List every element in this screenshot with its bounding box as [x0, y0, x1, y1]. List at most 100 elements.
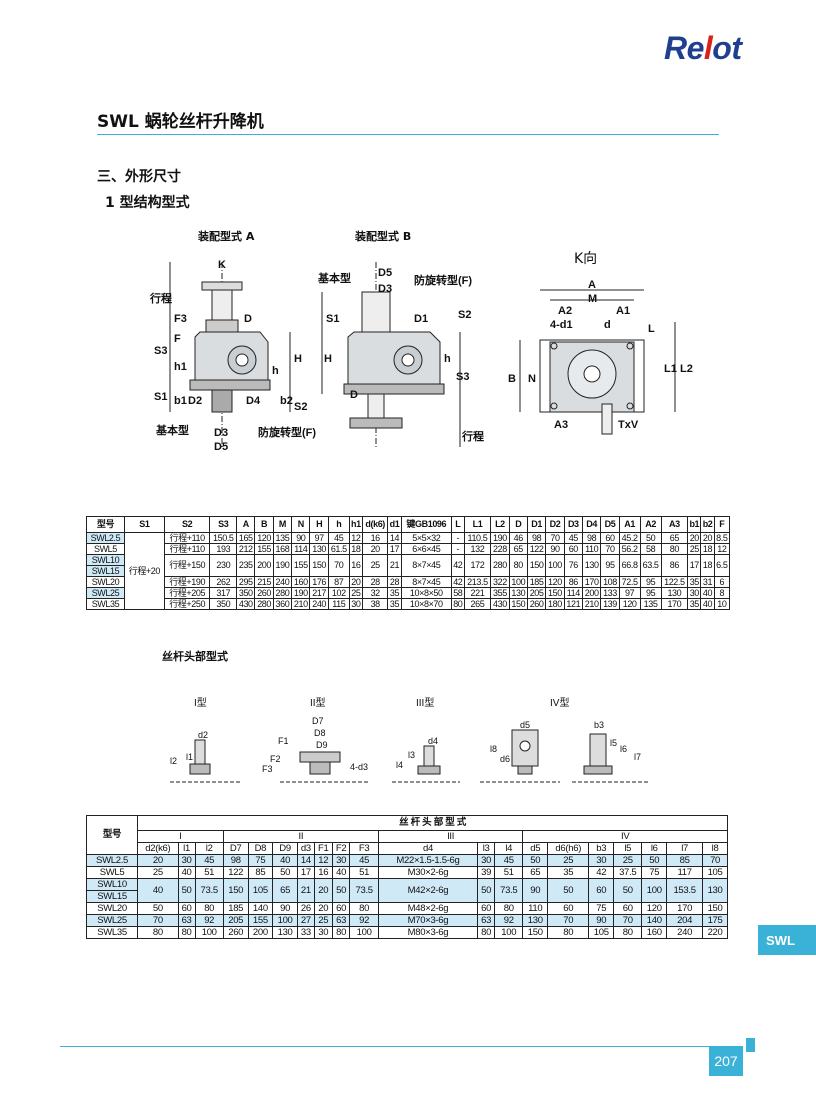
column-header: D9	[272, 842, 298, 855]
logo-text-accent: l	[703, 30, 713, 66]
value-cell: 80	[137, 926, 179, 939]
value-cell: 63	[477, 914, 496, 927]
value-cell: 45	[349, 854, 379, 867]
dim-s3-a: S3	[154, 345, 167, 357]
value-cell: 80	[547, 926, 590, 939]
value-cell: 100	[641, 878, 668, 903]
value-cell: 31	[700, 576, 715, 588]
value-cell: 350	[236, 587, 256, 599]
value-cell: 130	[581, 554, 602, 577]
dim-d-b: D	[350, 389, 358, 401]
value-cell: 70	[547, 914, 590, 927]
value-cell: 25	[547, 854, 590, 867]
s2-cell: 行程+150	[163, 554, 211, 577]
column-header: B	[254, 516, 274, 533]
value-cell: 40	[137, 878, 179, 903]
value-cell: 50	[331, 878, 351, 903]
value-cell: 120	[545, 576, 565, 588]
value-cell: 60	[477, 902, 496, 915]
dim-stroke-a: 行程	[149, 291, 172, 305]
column-header: l3	[477, 842, 496, 855]
value-cell: 20	[137, 854, 179, 867]
value-cell: 240	[309, 598, 329, 610]
value-cell: 30	[348, 598, 363, 610]
k-hole-br	[626, 402, 634, 410]
model-cell: SWL20	[85, 902, 139, 915]
value-cell: 14	[296, 854, 315, 867]
value-cell: 317	[209, 587, 238, 599]
value-cell: 20	[313, 878, 333, 903]
dim-h-b: H	[324, 353, 332, 365]
column-header: l1	[177, 842, 196, 855]
value-cell: 133	[600, 587, 620, 599]
value-cell: 5×5×32	[400, 532, 452, 544]
value-cell: 56.2	[618, 543, 641, 555]
column-header: F	[713, 516, 731, 533]
value-cell: 6.5	[713, 554, 731, 577]
type-iii-base	[417, 765, 441, 775]
value-cell: 50	[641, 854, 668, 867]
column-header: l6	[641, 842, 668, 855]
value-cell: 60	[177, 902, 196, 915]
value-cell: 10	[713, 598, 731, 610]
value-cell: 28	[387, 576, 402, 588]
column-header: N	[291, 516, 311, 533]
value-cell: 180	[545, 598, 565, 610]
value-cell: 221	[463, 587, 492, 599]
column-header: S2	[163, 516, 211, 533]
value-cell: 65	[660, 532, 689, 544]
screw-dim-d7: D7	[312, 716, 324, 726]
screw-dim-l5: l5	[610, 738, 617, 748]
value-cell: 45	[563, 532, 583, 544]
value-cell: 40	[272, 854, 298, 867]
value-cell: 12	[348, 532, 363, 544]
value-cell: 46	[508, 532, 528, 544]
value-cell: -	[450, 543, 465, 555]
value-cell: 95	[639, 576, 662, 588]
column-header: h1	[348, 516, 363, 533]
dim-4-d1-k: 4-d1	[550, 319, 573, 331]
title-divider	[97, 134, 719, 135]
dim-s2-b: S2	[458, 309, 471, 321]
dim-d1: D1	[414, 313, 428, 325]
value-cell: 168	[272, 543, 293, 555]
dim-b-k: B	[508, 373, 516, 385]
value-cell: 190	[272, 554, 293, 577]
value-cell: 30	[687, 587, 702, 599]
value-cell: 90	[522, 878, 549, 903]
model-cell: SWL2.5	[85, 854, 139, 867]
model-cell: SWL15	[85, 890, 139, 903]
value-cell: 8	[713, 587, 731, 599]
value-cell: 150	[702, 902, 728, 915]
dim-k: K	[218, 259, 226, 271]
model-cell: SWL25	[86, 587, 125, 599]
dim-d5-b: D5	[378, 267, 392, 279]
value-cell: 110	[522, 902, 549, 915]
model-cell: SWL10	[86, 554, 125, 566]
screw-dim-d5: d5	[520, 720, 530, 730]
value-cell: 26	[296, 902, 315, 915]
column-header: L1	[463, 516, 492, 533]
column-header: D5	[600, 516, 620, 533]
value-cell: 80	[477, 926, 496, 939]
logo-text-tail: ot	[712, 30, 742, 66]
value-cell: 100	[545, 554, 565, 577]
value-cell: 40	[331, 866, 351, 879]
column-header: l8	[702, 842, 728, 855]
value-cell: 14	[387, 532, 402, 544]
a-worm-bore	[235, 353, 249, 367]
value-cell: 75	[247, 854, 274, 867]
value-cell: 42	[450, 554, 465, 577]
a-top-flange	[201, 281, 243, 291]
value-cell: 170	[660, 598, 689, 610]
column-header: d2(k6)	[137, 842, 179, 855]
screw-dim-l8: l8	[490, 744, 497, 754]
dim-txv-k: TxV	[618, 419, 639, 431]
